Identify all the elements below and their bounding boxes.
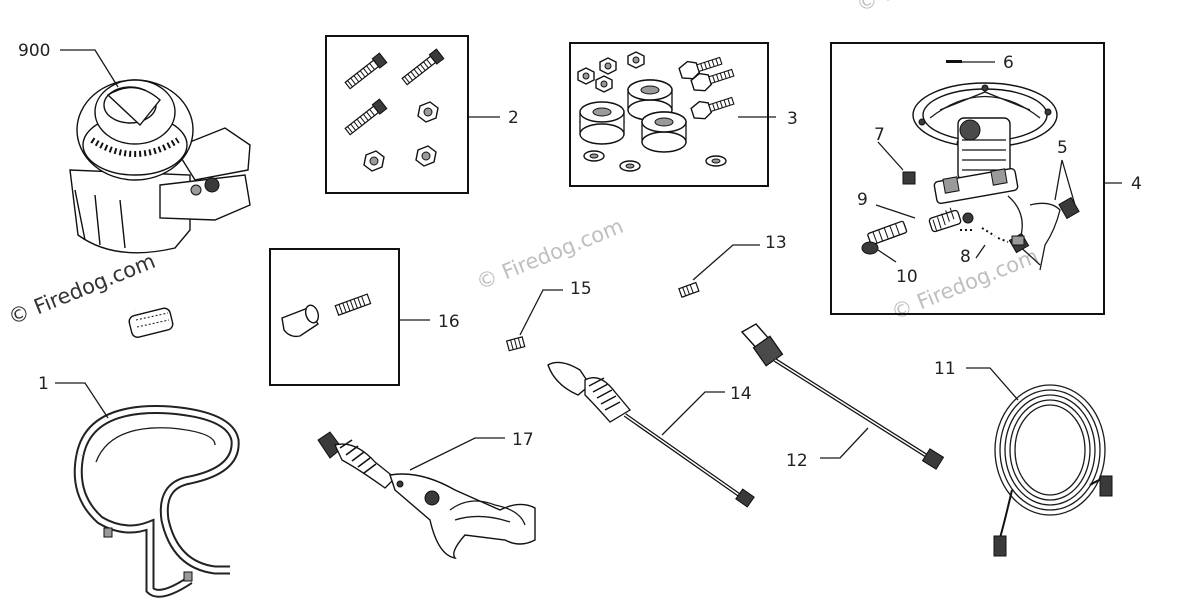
hose-part-11	[993, 384, 1113, 557]
kit-box-16	[269, 248, 400, 386]
callout-3: 3	[787, 109, 798, 129]
callout-16: 16	[438, 312, 460, 332]
pump-assembly-part-4	[861, 60, 1080, 271]
kit-box-3	[569, 42, 769, 187]
pump-box-4	[830, 42, 1105, 315]
callout-5: 5	[1057, 138, 1068, 158]
leader-15	[519, 289, 563, 336]
kit-box-2	[325, 35, 469, 194]
callout-8: 8	[960, 247, 971, 267]
callout-6: 6	[1003, 53, 1014, 73]
leader-9	[875, 204, 916, 219]
watermark-faint: © Firedog.com	[853, 0, 1007, 17]
callout-12: 12	[786, 451, 808, 471]
leader-14	[661, 391, 725, 436]
spray-gun-part-17	[317, 431, 536, 560]
callout-13: 13	[765, 233, 787, 253]
watermark-faint: © Firedog.com	[473, 214, 627, 295]
callout-7: 7	[874, 125, 885, 145]
leader-12	[820, 427, 869, 459]
fitting-kit-16	[281, 293, 372, 338]
callout-14: 14	[730, 384, 752, 404]
leader-10	[877, 249, 897, 263]
callout-15: 15	[570, 279, 592, 299]
leader-900	[60, 49, 119, 88]
callout-1: 1	[38, 374, 49, 394]
callout-2: 2	[508, 108, 519, 128]
callout-4: 4	[1131, 174, 1142, 194]
callout-900: 900	[18, 41, 50, 61]
nozzle-part-13	[678, 281, 700, 298]
callout-17: 17	[512, 430, 534, 450]
leader-17	[409, 437, 505, 471]
leader-8	[975, 244, 986, 259]
callout-9: 9	[857, 190, 868, 210]
leader-11	[966, 367, 1019, 401]
leader-5	[1054, 159, 1076, 206]
frame-part-1	[73, 285, 240, 598]
hardware-kit-2	[344, 48, 445, 172]
spray-wand-part-14	[547, 361, 755, 508]
leader-1	[55, 382, 109, 419]
hardware-kit-3	[577, 51, 735, 172]
callout-11: 11	[934, 359, 956, 379]
leader-13	[692, 244, 760, 281]
extension-wand-part-12	[740, 323, 945, 470]
callout-10: 10	[896, 267, 918, 287]
plug-part-15	[505, 336, 526, 352]
engine-part-900	[69, 79, 251, 254]
